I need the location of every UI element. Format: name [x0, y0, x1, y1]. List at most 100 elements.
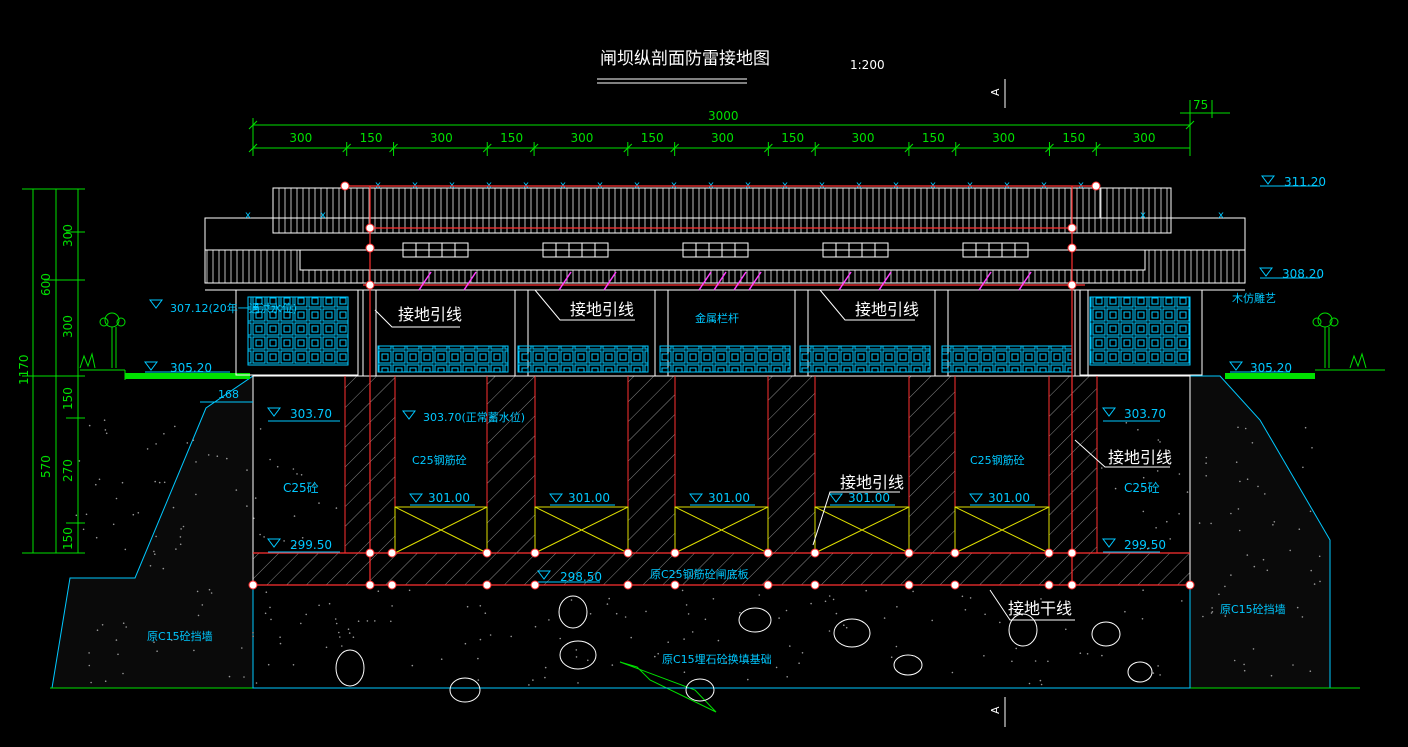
elevation-markers: [144, 175, 1320, 583]
bottom-slab: [252, 552, 1191, 586]
elev-deck: 308.20: [1282, 267, 1324, 281]
dim-segment-label: 300: [992, 131, 1015, 145]
label-down-lead-3: 接地引线: [855, 300, 919, 319]
bond-mark: [698, 271, 712, 291]
label-main-ground: 接地干线: [1008, 599, 1072, 618]
lamp-post-left-icon: [99, 312, 126, 368]
elev-base-left: 299.50: [290, 538, 332, 552]
elevation-triangle-icon: [267, 538, 281, 548]
ground-node: [904, 548, 914, 558]
dim-segment-label: 300: [852, 131, 875, 145]
rubble-stone: [1008, 613, 1038, 647]
ground-node: [530, 548, 540, 558]
elevation-triangle-icon: [1259, 267, 1273, 277]
ground-node: [387, 548, 397, 558]
elevation-triangle-icon: [549, 493, 563, 503]
ground-right: [1225, 369, 1385, 379]
ground-node: [950, 580, 960, 590]
ground-node: [248, 580, 258, 590]
elev-base-right: 299.50: [1124, 538, 1166, 552]
top-dimension-offset: [1180, 100, 1230, 118]
railing-panel: [659, 345, 791, 373]
elev-ground-left: 305.20: [170, 361, 212, 375]
rubble-stone: [833, 618, 871, 648]
ground-node: [810, 580, 820, 590]
elev-normal-left: 303.70: [290, 407, 332, 421]
gate-sill-elevation: 301.00: [848, 491, 890, 505]
label-down-lead-1: 接地引线: [398, 305, 462, 324]
ground-node: [1067, 243, 1077, 253]
pier: [627, 375, 676, 554]
elev-normal-mid: 303.70(正常蓄水位): [423, 410, 525, 424]
roof-window: [542, 242, 609, 258]
elev-normal-right: 303.70: [1124, 407, 1166, 421]
elev-flood: 307.12(20年一遇洪水位): [170, 301, 297, 315]
dim-segment-label: 300: [289, 131, 312, 145]
label-leaders: [374, 289, 1170, 621]
ground-node: [1067, 223, 1077, 233]
carved-panel-right: [1079, 289, 1203, 376]
railing-panel: [517, 345, 649, 373]
bond-mark: [878, 271, 892, 291]
roof-window: [962, 242, 1029, 258]
bond-mark: [838, 271, 852, 291]
ground-node: [810, 548, 820, 558]
rubble-stone: [1127, 661, 1153, 683]
ground-node: [904, 580, 914, 590]
ground-node: [340, 181, 350, 191]
bond-mark: [978, 271, 992, 291]
ground-node: [1185, 580, 1195, 590]
rubble-stone: [1091, 621, 1121, 647]
left-dimensions: [22, 188, 85, 554]
ground-node: [482, 580, 492, 590]
label-retaining-left: 原C15砼挡墙: [147, 629, 213, 643]
bond-mark: [603, 271, 617, 291]
rebar-x-mark: x: [245, 210, 251, 221]
ground-node: [1091, 181, 1101, 191]
dim-offset-75: 75: [1193, 98, 1208, 112]
ground-node: [365, 223, 375, 233]
dim-segment-label: 150: [1062, 131, 1085, 145]
dim-segment-label: 300: [430, 131, 453, 145]
dim-left-150a: 150: [61, 387, 75, 410]
rubble-stones: [335, 595, 1153, 703]
ground-node: [365, 280, 375, 290]
label-c25-left: C25砼: [283, 481, 319, 495]
label-c25-rc-left: C25钢筋砼: [412, 453, 467, 467]
carved-panel-left: [235, 289, 359, 376]
elevation-triangle-icon: [969, 493, 983, 503]
elev-base-bottom: 298.50: [560, 570, 602, 584]
elevation-triangle-icon: [537, 570, 551, 580]
ground-node: [365, 580, 375, 590]
elev-top: 311.20: [1284, 175, 1326, 189]
railing-panel: [377, 345, 509, 373]
label-down-lead-5: 接地引线: [1108, 448, 1172, 467]
dim-segment-label: 300: [570, 131, 593, 145]
ground-node: [1067, 280, 1077, 290]
railing-bond-marks: [418, 271, 1032, 291]
ground-node: [670, 548, 680, 558]
label-c25-rc-right: C25钢筋砼: [970, 453, 1025, 467]
ground-left: [80, 369, 250, 380]
rubble-stone: [449, 677, 481, 703]
railing-panel: [941, 345, 1073, 373]
label-bottom-slab: 原C25钢筋砼闸底板: [650, 567, 749, 581]
pier: [486, 375, 536, 554]
rubble-stone: [685, 678, 715, 702]
dim-segment-label: 150: [922, 131, 945, 145]
ground-node: [950, 548, 960, 558]
label-c25-right: C25砼: [1124, 481, 1160, 495]
section-mark-bottom: A: [989, 697, 1006, 727]
label-down-lead-4: 接地引线: [840, 473, 904, 492]
gate-sill-elevation: 301.00: [708, 491, 750, 505]
rubble-stone: [738, 607, 772, 633]
elevation-triangle-icon: [1261, 175, 1275, 185]
dim-left-570: 570: [39, 455, 53, 478]
dim-segment-label: 300: [711, 131, 734, 145]
roof-window: [402, 242, 469, 258]
rebar-x-mark: x: [320, 210, 326, 221]
gate-sill-elevation: 301.00: [428, 491, 470, 505]
elevation-triangle-icon: [1102, 407, 1116, 417]
